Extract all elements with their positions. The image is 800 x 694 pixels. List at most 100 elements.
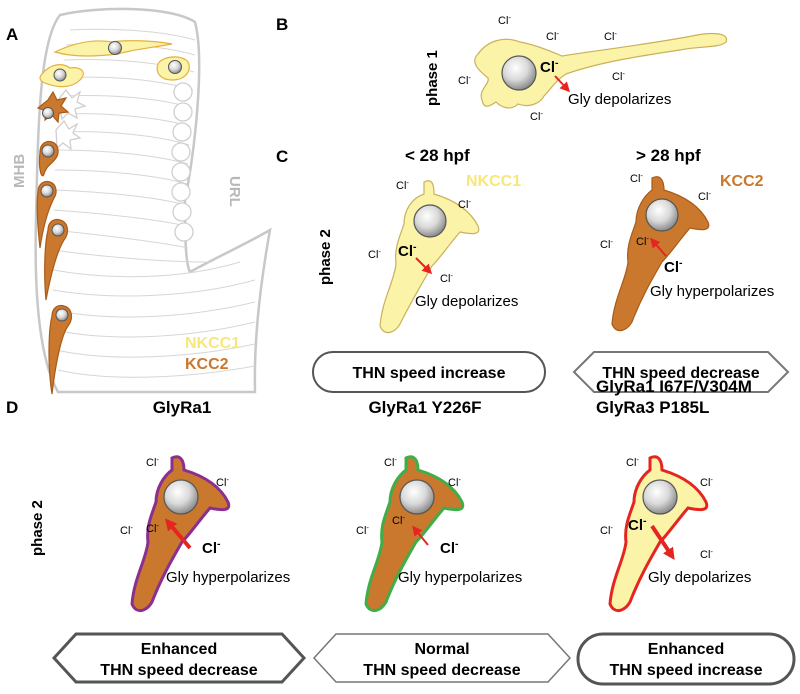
d-col3-title-line2: GlyRa3 P185L: [596, 398, 709, 417]
c-right-outcome: THN speed decrease: [602, 365, 760, 382]
d-col1-outcome-box: [51, 632, 307, 684]
svg-text:Cl-: Cl-: [612, 69, 625, 84]
legend-nkcc1: NKCC1: [185, 335, 240, 352]
d-col1-nucleus: [163, 479, 199, 515]
d-col2-outcome-line1: Normal: [414, 641, 469, 658]
orange-neuron-2: [36, 180, 57, 249]
panel-d-col3: GlyRa1 I67F/V304M GlyRa3 P185L Cl- Cl- C…: [576, 377, 796, 686]
d-col1-title: GlyRa1: [153, 398, 212, 417]
svg-text:Cl-: Cl-: [120, 523, 133, 538]
svg-text:Cl-: Cl-: [600, 523, 613, 538]
panel-d-col1: GlyRa1 Cl- Cl- Cl- Cl- Cl- Gly hyperpola…: [51, 398, 307, 684]
d-col2-arrow: [412, 525, 429, 546]
c-left-outcome-box: [312, 351, 546, 393]
c-right-title: > 28 hpf: [636, 146, 701, 165]
panel-b: B phase 1 Cl- Cl- Cl- Cl- Cl- Cl- Cl- Gl…: [276, 13, 728, 124]
c-right-outcome-box: [572, 351, 790, 393]
orange-neuron-3: [44, 218, 69, 301]
d-col2-cl-big: Cl-: [440, 538, 459, 557]
orange-neuron-4: [48, 304, 73, 395]
panel-d-letter: D: [6, 398, 18, 417]
ghost-cells: [55, 82, 194, 242]
svg-text:Cl-: Cl-: [396, 178, 409, 193]
d-col3-arrow: [650, 524, 675, 560]
phase1-nucleus: [501, 55, 537, 91]
d-col3-outcome-box: [576, 632, 796, 686]
svg-text:Cl-: Cl-: [700, 475, 713, 490]
svg-text:Cl-: Cl-: [356, 523, 369, 538]
c-left-arrow: [415, 257, 433, 275]
phase1-neuron: [474, 32, 728, 109]
d-col1-outcome-line1: Enhanced: [141, 641, 217, 658]
d-col2-nucleus: [399, 479, 435, 515]
svg-text:Cl-: Cl-: [440, 271, 453, 286]
svg-text:Cl-: Cl-: [146, 455, 159, 470]
panel-a: A: [6, 7, 272, 395]
hindbrain-outline: [34, 7, 272, 394]
svg-text:Cl-: Cl-: [698, 189, 711, 204]
svg-text:Cl-: Cl-: [384, 455, 397, 470]
d-col1-cl-big: Cl-: [202, 538, 221, 557]
svg-text:Cl-: Cl-: [458, 73, 471, 88]
c-right-arrow: [650, 237, 667, 257]
c-right-neuron: [611, 176, 710, 332]
c-right-nucleus: [645, 198, 679, 232]
d-col3-nucleus: [642, 479, 678, 515]
phase1-arrow: [554, 75, 571, 93]
nkcc1-neurons: [39, 40, 190, 88]
panel-d: D phase 2 GlyRa1 Cl- Cl- Cl- Cl- Cl- Gly…: [6, 377, 796, 686]
svg-text:Cl-: Cl-: [498, 13, 511, 28]
panel-a-letter: A: [6, 25, 18, 44]
c-right-cl-labels: Cl- Cl- Cl- Cl-: [600, 171, 711, 252]
d-col1-outcome-line2: THN speed decrease: [100, 662, 258, 679]
panel-b-letter: B: [276, 15, 288, 34]
svg-text:Cl-: Cl-: [546, 29, 559, 44]
panel-c: C phase 2 < 28 hpf NKCC1 Cl- Cl- Cl- Cl-…: [276, 146, 790, 393]
panel-d-col2: GlyRa1 Y226F Cl- Cl- Cl- Cl- Cl- Gly hyp…: [312, 398, 572, 683]
svg-text:Cl-: Cl-: [630, 171, 643, 186]
c-right-transporter: KCC2: [720, 173, 764, 190]
d-col3-outcome-line2: THN speed increase: [610, 662, 763, 679]
panel-a-nuclei: [40, 41, 182, 322]
svg-text:Cl-: Cl-: [530, 109, 543, 124]
phase-1-label: phase 1: [424, 50, 441, 106]
svg-text:Cl-: Cl-: [626, 455, 639, 470]
c-right-gly-text: Gly hyperpolarizes: [650, 283, 774, 300]
c-left-neuron: [379, 180, 480, 334]
d-col2-gly-text: Gly hyperpolarizes: [398, 569, 522, 586]
d-col2-cl-labels: Cl- Cl- Cl- Cl-: [356, 455, 461, 538]
svg-text:Cl-: Cl-: [146, 521, 159, 536]
svg-text:Cl-: Cl-: [368, 247, 381, 262]
svg-text:Cl-: Cl-: [636, 234, 649, 249]
d-col3-cl-big: Cl-: [628, 515, 647, 534]
panel-c-right: > 28 hpf KCC2 Cl- Cl- Cl- Cl- Cl- Gly hy…: [572, 146, 790, 393]
c-right-cl-big: Cl-: [664, 257, 683, 276]
phase-2-label-d: phase 2: [29, 500, 46, 556]
svg-text:Cl-: Cl-: [700, 547, 713, 562]
svg-text:Cl-: Cl-: [600, 237, 613, 252]
phase1-cl-big: Cl-: [540, 57, 559, 76]
svg-text:Cl-: Cl-: [448, 475, 461, 490]
c-left-outcome: THN speed increase: [353, 365, 506, 382]
d-col3-title-line1: GlyRa1 I67F/V304M: [596, 377, 752, 396]
phase1-gly-text: Gly depolarizes: [568, 91, 671, 108]
c-left-cl-big: Cl-: [398, 241, 417, 260]
panel-c-left: < 28 hpf NKCC1 Cl- Cl- Cl- Cl- Cl- Gly d…: [312, 146, 546, 393]
d-col2-outcome-line2: THN speed decrease: [363, 662, 521, 679]
svg-text:Cl-: Cl-: [604, 29, 617, 44]
d-col3-cl-labels: Cl- Cl- Cl- Cl-: [600, 455, 713, 562]
url-label: URL: [226, 176, 243, 207]
svg-text:Cl-: Cl-: [216, 475, 229, 490]
d-col1-arrow: [164, 518, 192, 550]
c-left-title: < 28 hpf: [405, 146, 470, 165]
d-col1-gly-text: Gly hyperpolarizes: [166, 569, 290, 586]
d-col2-title: GlyRa1 Y226F: [368, 398, 481, 417]
phase1-cl-labels: Cl- Cl- Cl- Cl- Cl- Cl-: [458, 13, 625, 124]
c-left-gly-text: Gly depolarizes: [415, 293, 518, 310]
d-col3-gly-text: Gly depolarizes: [648, 569, 751, 586]
svg-text:Cl-: Cl-: [458, 197, 471, 212]
c-left-cl-labels: Cl- Cl- Cl- Cl-: [368, 178, 471, 286]
legend-kcc2: KCC2: [185, 356, 229, 373]
d-col2-outcome-box: [312, 633, 572, 683]
d-col3-outcome-line1: Enhanced: [648, 641, 724, 658]
